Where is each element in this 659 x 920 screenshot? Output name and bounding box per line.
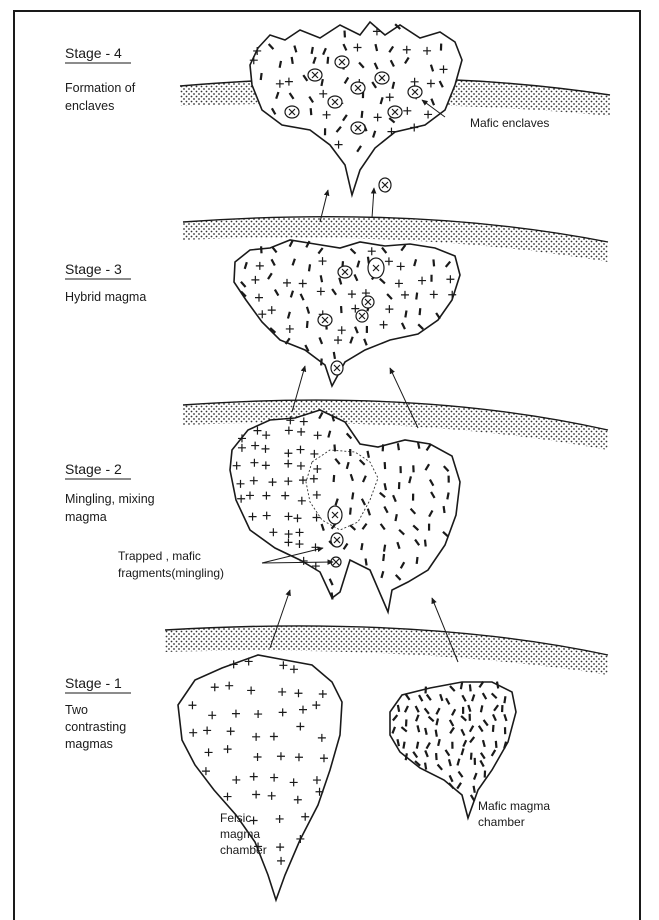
dash-marker [311,108,312,115]
dash-marker [392,82,394,89]
stage2-mingling-body [230,410,460,612]
stage1-caption-line1: Two [65,703,88,717]
dash-marker [362,111,363,118]
trapped-label-line1: Trapped , mafic [118,549,201,563]
dash-marker [444,506,445,513]
dash-marker [447,492,448,499]
mafic-chamber-label-line1: Mafic magma [478,799,550,813]
stage4-title: Stage - 4 [65,45,122,61]
dash-marker [436,718,438,725]
stage3-caption-line1: Hybrid magma [65,290,146,304]
dash-marker [312,47,313,54]
dash-marker [395,514,396,521]
dash-marker [292,57,293,64]
dash-marker [375,44,377,51]
dash-marker [496,741,497,748]
dash-marker [398,705,399,712]
dash-marker [368,451,369,458]
stage-labels: Stage - 4 Formation of enclaves Stage - … [65,45,155,751]
dash-marker [350,508,351,515]
dash-marker [334,444,335,451]
dash-marker [383,554,384,561]
felsic-label-line1: Felsic [220,811,251,825]
dash-marker [280,61,281,68]
dash-marker [420,308,421,315]
stage2-caption-line1: Mingling, mixing [65,492,155,506]
dash-marker [417,742,418,749]
dash-marker [385,483,386,490]
dash-marker [321,275,322,282]
dash-marker [405,310,406,317]
dash-marker [481,705,482,712]
stage2-caption-line2: magma [65,510,107,524]
dash-marker [417,557,418,564]
dash-marker [436,730,437,737]
stage1-title: Stage - 1 [65,675,122,691]
dash-marker [384,545,385,552]
dash-marker [474,786,475,793]
dash-marker [425,540,426,547]
stage3-hybrid-body [234,240,460,386]
dash-marker [470,684,471,691]
trapped-label-line2: fragments(mingling) [118,566,224,580]
dash-marker [418,442,419,449]
dash-marker [321,358,322,365]
dash-marker [309,264,310,271]
dash-marker [352,492,353,499]
stage2-title: Stage - 2 [65,461,122,477]
stage1-caption-line3: magmas [65,737,113,751]
dash-marker [497,682,498,689]
felsic-label-line2: magma [220,827,260,841]
stage4-caption-line2: enclaves [65,99,114,113]
dash-marker [416,293,417,300]
dash-marker [334,352,335,359]
dash-marker [425,728,427,735]
mafic-chamber-label-line2: chamber [478,815,525,829]
dash-marker [433,259,434,266]
dash-marker [334,475,335,482]
dash-marker [328,57,329,64]
dash-marker [406,753,407,760]
dash-marker [461,682,462,689]
felsic-label-line3: chamber [220,843,267,857]
dash-marker [261,73,262,80]
stage1-caption-line2: contrasting [65,720,126,734]
mafic-enclaves-label: Mafic enclaves [470,116,549,130]
dash-marker [321,79,322,86]
dash-marker [438,739,440,746]
mafic-magma-chamber [390,682,516,818]
dash-marker [366,559,367,566]
dash-marker [398,443,399,450]
dash-marker [504,696,505,703]
dash-marker [332,593,333,600]
stage4-caption-line1: Formation of [65,81,136,95]
dash-marker [403,742,404,749]
stage3-title: Stage - 3 [65,261,122,277]
dash-marker [425,763,426,770]
dash-marker [361,543,362,550]
ascent-arrows [262,100,458,662]
dash-marker [307,321,308,328]
dash-marker [397,739,398,746]
